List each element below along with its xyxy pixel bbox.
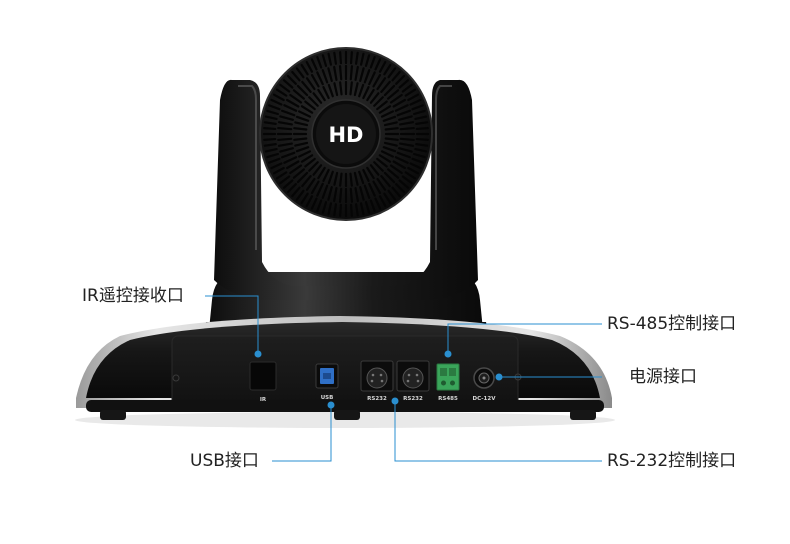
rs232-a-label: RS232 — [367, 396, 387, 402]
usb-leader — [272, 405, 332, 462]
camera-base — [76, 316, 612, 420]
callout-rs485: RS-485控制接口 — [607, 314, 737, 334]
ir-receiver — [249, 361, 277, 391]
ir-leader — [205, 295, 259, 354]
rs485-label: RS485 — [438, 396, 458, 402]
usb-port-label: USB — [321, 395, 334, 401]
rs485-terminal — [436, 363, 460, 391]
rs232-b-label: RS232 — [403, 396, 423, 402]
yoke-arms — [214, 79, 478, 300]
leader-lines — [205, 295, 602, 462]
dc-power-jack — [473, 367, 495, 389]
callout-power: 电源接口 — [629, 367, 697, 387]
ir-port-label: IR — [260, 397, 267, 403]
callout-rs232: RS-232控制接口 — [607, 451, 737, 471]
usb-port — [315, 363, 339, 389]
rs485-leader — [447, 323, 602, 354]
dc-label: DC-12V — [473, 396, 497, 402]
rs232-port-a — [360, 360, 394, 392]
rs232-leader — [394, 404, 602, 462]
rs232-port-b — [396, 360, 430, 392]
callout-usb: USB接口 — [190, 451, 259, 471]
callout-ir-receiver: IR遥控接收口 — [82, 286, 184, 306]
camera-head: HD — [259, 47, 433, 221]
leader-dots — [254, 350, 503, 409]
hd-badge: HD — [328, 123, 363, 147]
vent-grille — [262, 50, 430, 218]
